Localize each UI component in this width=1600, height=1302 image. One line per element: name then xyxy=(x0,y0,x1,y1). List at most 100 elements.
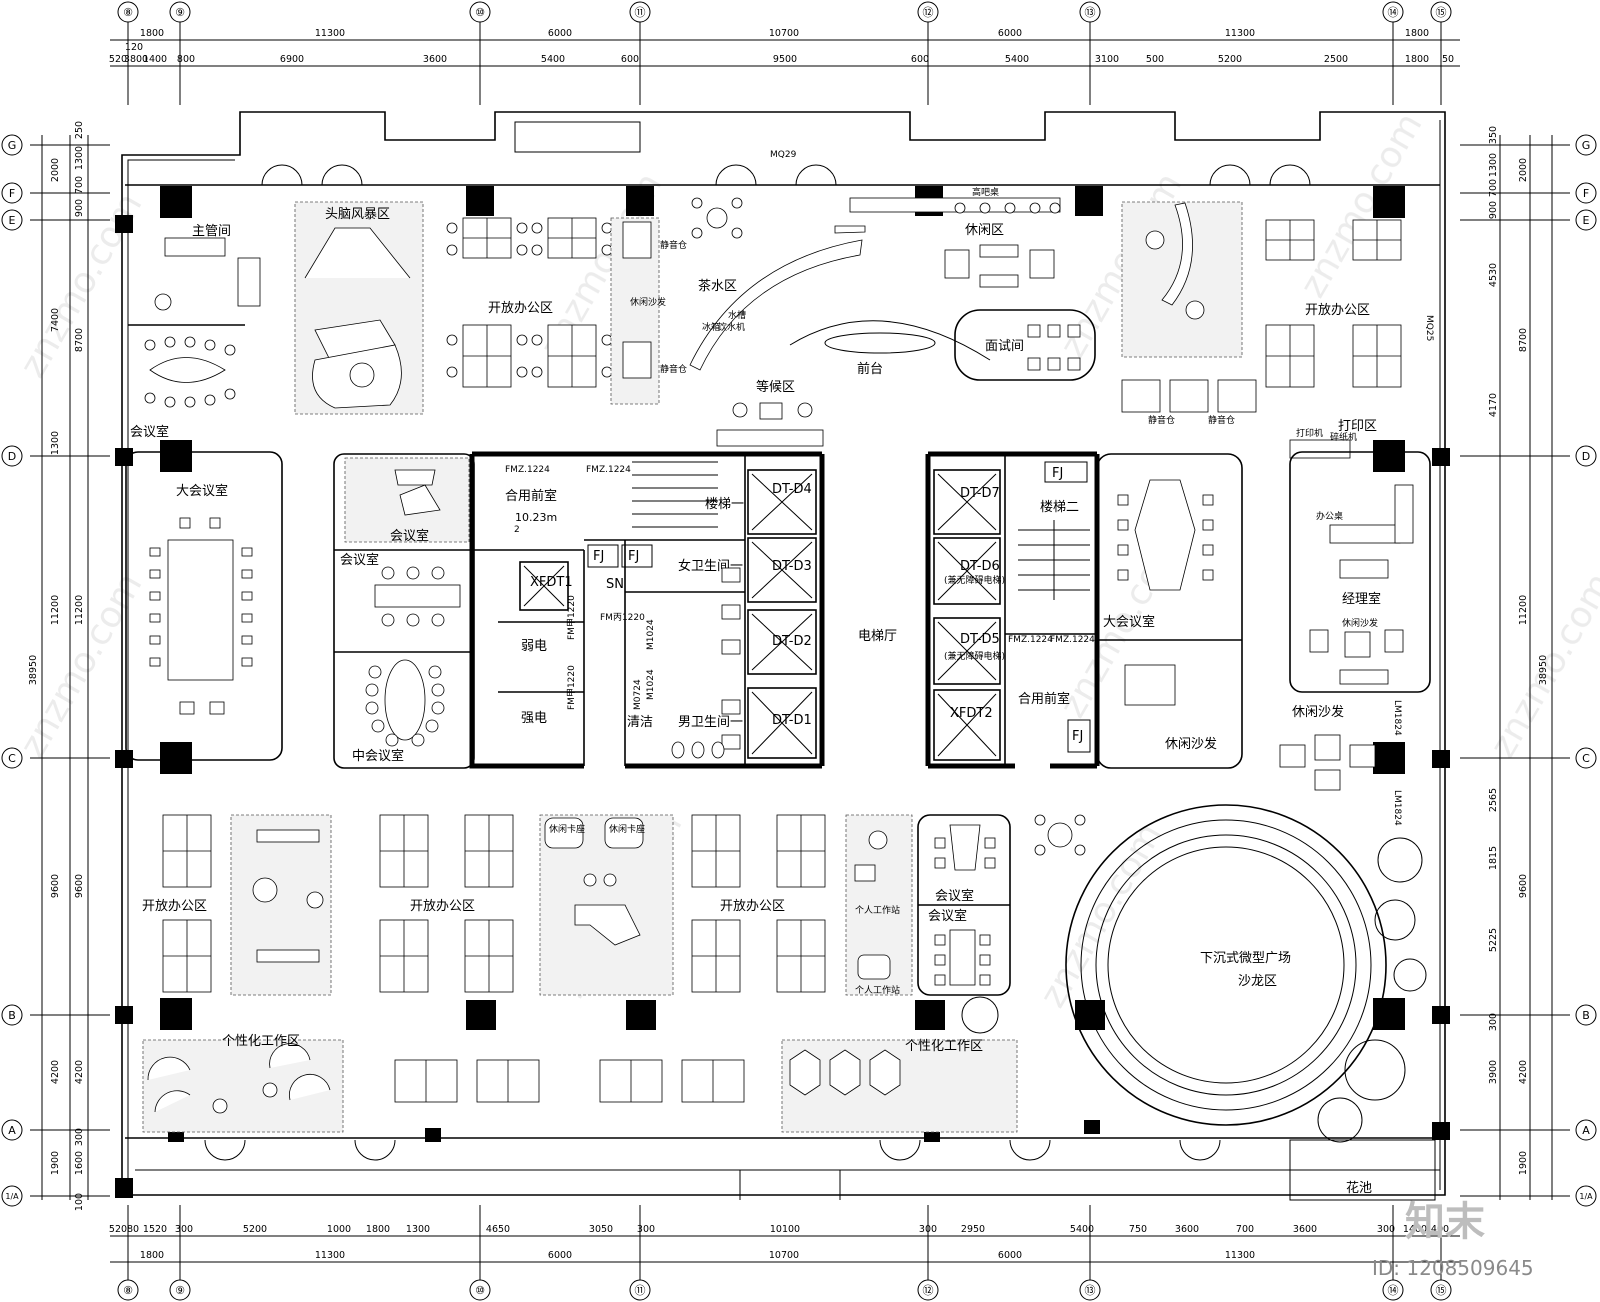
dim-text: 10700 xyxy=(769,1250,799,1261)
axis-label: G xyxy=(8,139,17,152)
dim-text: 500 xyxy=(1146,54,1164,65)
personal-work-zone-center xyxy=(394,1059,745,1103)
axis-label: D xyxy=(8,450,16,463)
dim-text: 11200 xyxy=(1518,595,1529,625)
room-label: 开放办公区 xyxy=(1305,303,1370,318)
room-label: 开放办公区 xyxy=(488,301,553,316)
room-label: 会议室 xyxy=(390,528,429,544)
watermark: znzmo.com xyxy=(1032,816,1170,1014)
tag: SN xyxy=(606,577,624,592)
room-label: 中会议室 xyxy=(352,748,404,764)
axis-label: G xyxy=(1582,139,1591,152)
dim-text: 1800 xyxy=(366,1224,390,1235)
axis-label: 1/A xyxy=(1579,1192,1593,1201)
axis-label: ⑪ xyxy=(635,1284,646,1297)
dim-text: 300 xyxy=(919,1224,937,1235)
axis-label: E xyxy=(1583,214,1590,227)
room-label: 会议室 xyxy=(935,888,974,904)
axis-label: E xyxy=(9,214,16,227)
image-id: ID: 1208509645 xyxy=(1372,1256,1534,1280)
dim-text: 10700 xyxy=(769,28,799,39)
lounge-zone-right: 静音仓 静音仓 xyxy=(1121,201,1257,426)
tag: 打印机 xyxy=(1296,427,1323,439)
waiting-area: 等候区 xyxy=(716,379,824,447)
axis-label: C xyxy=(8,752,16,765)
axis-label: F xyxy=(9,187,15,200)
dim-text: 3600 xyxy=(1293,1224,1317,1235)
dim-text: 1300 xyxy=(1488,153,1499,177)
room-label: 大会议室 xyxy=(176,483,228,499)
reception: 前台 xyxy=(789,225,991,377)
tag: LM1824 xyxy=(1392,790,1402,826)
brainstorm-zone: 头脑风暴区 xyxy=(294,201,424,415)
dim-text: 300 xyxy=(637,1224,655,1235)
axis-label: ⑮ xyxy=(1436,1284,1447,1297)
manager-office: 办公桌 休闲沙发 经理室 xyxy=(1289,451,1431,693)
elevator-tag: DT-D3 xyxy=(772,559,812,574)
room-label: 楼梯一 xyxy=(705,497,744,512)
elevator-tag: DT-D7 xyxy=(960,486,1000,501)
axis-label: ⑩ xyxy=(475,1284,485,1297)
tag: 冰箱 xyxy=(702,321,720,333)
axis-bubbles-left: G F E D C B A 1/A xyxy=(1,134,23,1207)
dim-text: 1000 xyxy=(327,1224,351,1235)
dim-text: 1400 xyxy=(1403,1224,1427,1235)
personal-work-zone-left: 个性化工作区 xyxy=(142,1034,344,1133)
room-label: 电梯厅 xyxy=(858,629,897,644)
open-office-bottom-left: 开放办公区 xyxy=(142,814,332,996)
dim-text: 1900 xyxy=(1518,1151,1529,1175)
dim-text: 5200 xyxy=(1218,54,1242,65)
columns xyxy=(115,186,1450,1198)
dim-text: 5200 xyxy=(243,1224,267,1235)
curtain-wall: MQ29 MQ25 xyxy=(125,150,1440,1139)
tag: 水槽 xyxy=(728,309,746,321)
core-right-rooms: 电梯厅 楼梯二 FJ FMZ.1224 FMZ.1224 合用前室 FJ xyxy=(858,461,1095,753)
tag: M0724 xyxy=(633,679,643,710)
tag: 个人工作站 xyxy=(855,984,900,996)
room-label: 会议室 xyxy=(928,908,967,924)
dim-text: 11200 xyxy=(50,595,61,625)
dim-text: 9600 xyxy=(74,874,85,898)
dim-text: 11300 xyxy=(1225,1250,1255,1261)
dim-text: 38950 xyxy=(28,655,39,685)
flower-bed: 花池 xyxy=(1289,1139,1436,1201)
watermark: znzmo.com xyxy=(1292,106,1430,304)
open-office-bottom-mid: 开放办公区 xyxy=(379,814,514,993)
axis-label: ⑭ xyxy=(1388,1284,1399,1297)
dim-text: 1800 xyxy=(140,1250,164,1261)
area-text: 10.23m xyxy=(515,511,557,524)
dim-text: 520 xyxy=(109,54,127,65)
tag: 休闲沙发 xyxy=(630,296,666,308)
room-label: 沙龙区 xyxy=(1238,974,1277,989)
elevator-tag: XFDT2 xyxy=(950,706,993,721)
room-label: 强电 xyxy=(521,711,547,726)
dim-text: 300 xyxy=(1488,1013,1499,1031)
axis-bubbles-bottom: ⑧ ⑨ ⑩ ⑪ ⑫ ⑬ ⑭ ⑮ xyxy=(117,1279,1452,1301)
interview-room: 面试间 xyxy=(954,309,1096,381)
casual-booth-zone: 休闲卡座 休闲卡座 xyxy=(539,814,674,996)
room-label: 合用前室 xyxy=(1018,691,1070,707)
dim-text: 11300 xyxy=(315,1250,345,1261)
elevator-tag: DT-D1 xyxy=(772,713,812,728)
brand-stamp: 知末 ID: 1208509645 xyxy=(1372,1199,1534,1280)
bottom-dim-row2: 1800 11300 6000 10700 6000 11300 xyxy=(140,1250,1255,1261)
dim-text: 300 xyxy=(74,1128,85,1146)
print-area: 打印机 碎纸机 打印区 xyxy=(1289,419,1377,459)
core-walls xyxy=(469,451,1100,769)
room-label: 会议室 xyxy=(340,552,379,568)
dim-text: 3900 xyxy=(1488,1060,1499,1084)
tag: MQ25 xyxy=(1424,315,1434,341)
dim-text: 350 xyxy=(1488,126,1499,144)
dim-text: 4530 xyxy=(1488,263,1499,287)
dim-text: 80 xyxy=(127,1224,139,1235)
axis-label: ⑨ xyxy=(175,1284,185,1297)
room-label: 休闲区 xyxy=(965,223,1004,238)
dim-text: 10100 xyxy=(770,1224,800,1235)
dim-text: 4200 xyxy=(1518,1060,1529,1084)
dim-text: 5400 xyxy=(1070,1224,1094,1235)
dim-text: 1800 xyxy=(140,28,164,39)
room-label: 大会议室 xyxy=(1103,614,1155,630)
axis-label: A xyxy=(8,1124,16,1137)
tag: FMZ.1224 xyxy=(505,465,550,475)
